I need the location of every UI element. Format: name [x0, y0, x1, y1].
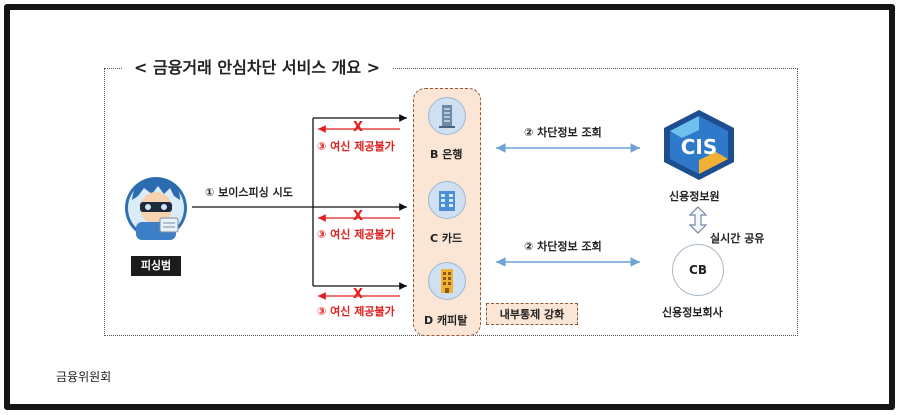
card-company-icon: [428, 181, 466, 219]
internal-control-badge: 내부통제 강화: [486, 303, 578, 325]
credit-info-agency-logo-icon: CIS: [664, 110, 734, 180]
realtime-share-label: 실시간 공유: [710, 232, 765, 245]
deny-x-mark: X: [353, 209, 364, 224]
cb-badge: CB: [672, 244, 724, 296]
source-label: 금융위원회: [56, 370, 112, 384]
block-query-label: ② 차단정보 조회: [524, 126, 602, 139]
card-company-label: C 카드: [430, 232, 463, 245]
loan-denied-label: ③ 여신 제공불가: [317, 305, 395, 318]
bank-label: B 은행: [430, 148, 463, 161]
bank-icon: [428, 97, 466, 135]
loan-denied-label: ③ 여신 제공불가: [317, 140, 395, 153]
loan-denied-label: ③ 여신 제공불가: [317, 228, 395, 241]
hacker-label: 피싱범: [131, 256, 181, 276]
diagram-title: < 금융거래 안심차단 서비스 개요 >: [122, 56, 393, 80]
exchange-arrow-icon: [688, 206, 708, 234]
block-query-label: ② 차단정보 조회: [524, 240, 602, 253]
capital-company-icon: [428, 262, 466, 300]
credit-info-agency-label: 신용정보원: [669, 190, 720, 203]
phishing-attempt-label: ① 보이스피싱 시도: [205, 186, 293, 199]
deny-x-mark: X: [353, 120, 364, 135]
credit-bureau-label: 신용정보회사: [662, 306, 723, 319]
svg-text:CIS: CIS: [681, 135, 718, 159]
outer-border: [4, 4, 895, 410]
deny-x-mark: X: [353, 287, 364, 302]
hacker-avatar-icon: [125, 177, 187, 240]
capital-company-label: D 캐피탈: [424, 314, 468, 327]
